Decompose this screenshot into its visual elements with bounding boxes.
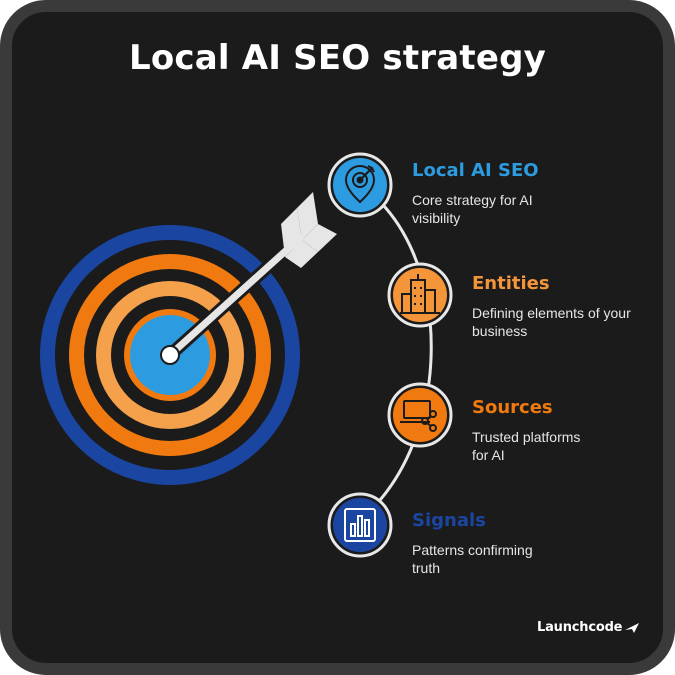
item-description-line: for AI — [472, 447, 505, 463]
item-title: Entities — [472, 273, 550, 294]
item-description-line: Core strategy for AI — [412, 192, 533, 208]
brand-logo: Launchcode — [537, 620, 640, 635]
item-description-line: business — [472, 323, 528, 339]
laptop-share-icon — [400, 400, 437, 432]
bar-chart-icon — [344, 508, 376, 542]
node-entities — [387, 262, 453, 328]
item-sources: Sources Trusted platforms for AI — [472, 397, 642, 464]
item-description: Trusted platforms for AI — [472, 428, 642, 464]
node-local-ai-seo — [327, 152, 393, 218]
plane-icon — [625, 622, 640, 633]
brand-name: Launchcode — [537, 620, 623, 635]
arrow-icon — [160, 192, 337, 365]
node-sources — [387, 382, 453, 448]
item-title: Sources — [472, 397, 553, 418]
item-description-line: visibility — [412, 210, 461, 226]
item-description: Core strategy for AI visibility — [412, 191, 582, 227]
item-title: Signals — [412, 510, 486, 531]
page-title: Local AI SEO strategy — [128, 38, 547, 78]
item-description-line: Defining elements of your — [472, 305, 631, 321]
item-title: Local AI SEO — [412, 160, 539, 181]
item-signals: Signals Patterns confirming truth — [412, 510, 582, 577]
item-description: Patterns confirming truth — [412, 541, 582, 577]
item-entities: Entities Defining elements of your busin… — [472, 273, 652, 340]
target-pin-icon — [344, 165, 376, 204]
item-description-line: Trusted platforms — [472, 429, 581, 445]
connector-arc — [359, 183, 433, 522]
item-local-ai-seo: Local AI SEO Core strategy for AI visibi… — [412, 160, 582, 227]
item-description-line: truth — [412, 560, 441, 576]
buildings-icon — [400, 274, 440, 314]
node-signals — [327, 492, 393, 558]
item-description-line: Patterns confirming — [412, 542, 533, 558]
item-description: Defining elements of your business — [472, 304, 652, 340]
